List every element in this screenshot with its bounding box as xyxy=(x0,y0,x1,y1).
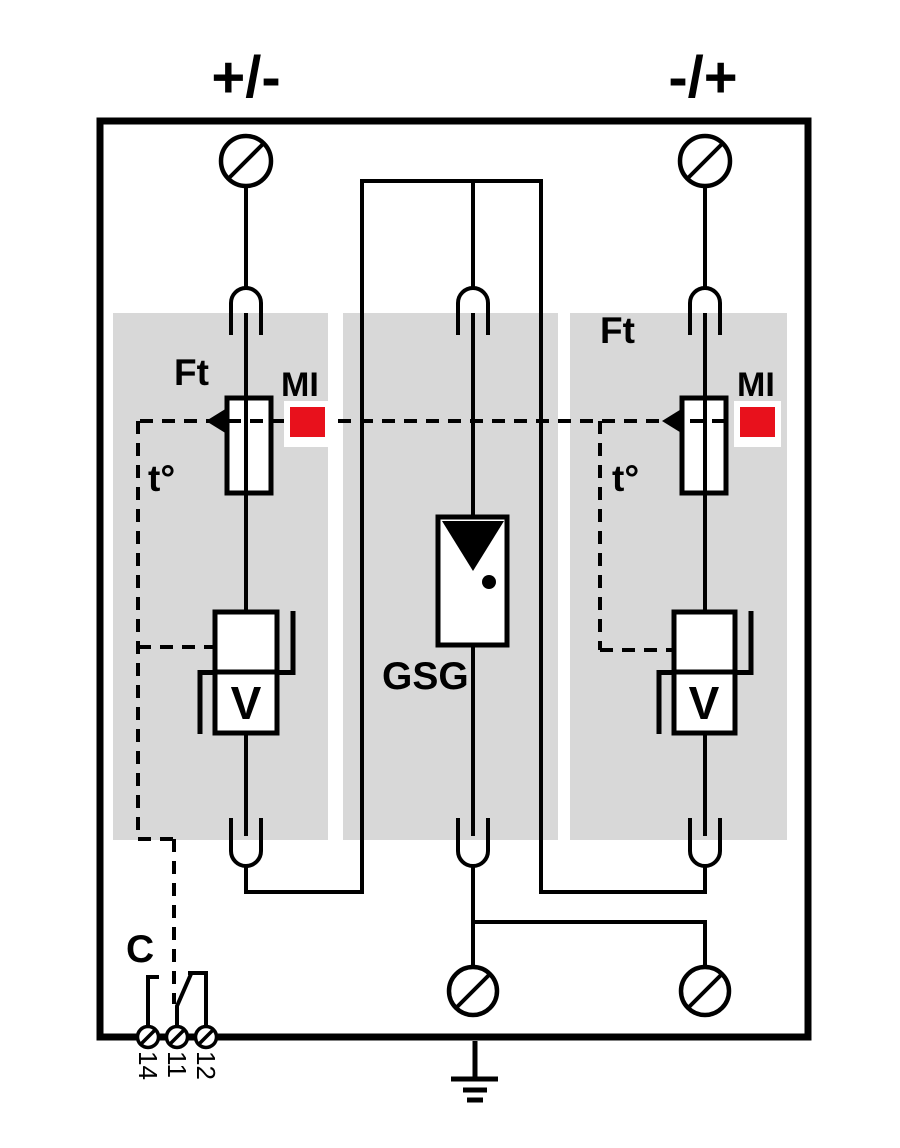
right-disconnect-arrow-icon xyxy=(662,408,683,434)
center-plug-connector-bottom xyxy=(456,818,490,868)
right-thermal-switch-box xyxy=(671,609,738,676)
right-fault-indicator xyxy=(740,407,775,437)
right-ft-label: Ft xyxy=(600,310,635,351)
right-varistor-bracket-left xyxy=(656,670,674,734)
aux-contact-label: C xyxy=(126,928,154,971)
right-varistor-box xyxy=(671,669,738,736)
contact-terminal-screw-11 xyxy=(164,1024,190,1050)
left-mi-label: MI xyxy=(281,366,319,404)
contact-terminal-screw-12 xyxy=(193,1024,219,1050)
contact-no-leg-14 xyxy=(146,975,159,1028)
right-input-terminal-screw xyxy=(677,133,733,189)
left-plug-connector-top xyxy=(229,286,263,335)
common-bus-wire xyxy=(244,179,707,894)
right-temperature-label: t° xyxy=(612,458,639,499)
left-input-terminal-screw xyxy=(218,133,274,189)
center-plug-connector-top xyxy=(456,286,490,335)
left-thermal-switch-box xyxy=(212,609,280,676)
left-varistor-label: V xyxy=(231,677,262,729)
gas-discharge-dot-icon xyxy=(482,575,496,589)
left-ft-label: Ft xyxy=(174,352,209,393)
left-varistor-bracket-left xyxy=(197,670,215,734)
contact-terminal-screw-14 xyxy=(135,1024,161,1050)
left-plug-connector-bottom xyxy=(229,818,263,868)
right-module-zone xyxy=(570,313,787,840)
left-varistor-box xyxy=(212,669,280,736)
left-disconnect-arrow-icon xyxy=(206,408,227,434)
contact-common-leg-11 xyxy=(175,973,193,1028)
contact-nc-leg-12 xyxy=(188,971,208,1028)
right-mi-label: MI xyxy=(737,366,775,404)
ground-right-wire xyxy=(473,920,707,967)
right-varistor-label: V xyxy=(689,677,720,729)
right-plug-connector-bottom xyxy=(688,818,722,868)
terminal-number-12: 12 xyxy=(191,1051,221,1080)
gas-discharge-triangle-icon xyxy=(442,521,504,571)
polarity-label-left: +/- xyxy=(211,45,280,110)
earth-ground-icon xyxy=(451,1041,498,1103)
left-temperature-label: t° xyxy=(148,458,175,499)
center-ground-terminal-screw xyxy=(446,964,500,1018)
right-ground-terminal-screw xyxy=(678,964,732,1018)
gsg-label: GSG xyxy=(382,655,469,698)
terminal-number-14: 14 xyxy=(133,1051,163,1080)
polarity-label-right: -/+ xyxy=(668,45,737,110)
left-varistor-bracket-right xyxy=(277,611,296,675)
right-plug-connector-top xyxy=(688,286,722,335)
left-fault-indicator xyxy=(290,407,325,437)
device-enclosure-outline xyxy=(96,117,812,1041)
left-module-zone xyxy=(113,313,328,840)
right-varistor-bracket-right xyxy=(735,611,754,675)
terminal-number-11: 11 xyxy=(162,1051,192,1078)
left-disconnector-box xyxy=(224,395,274,496)
